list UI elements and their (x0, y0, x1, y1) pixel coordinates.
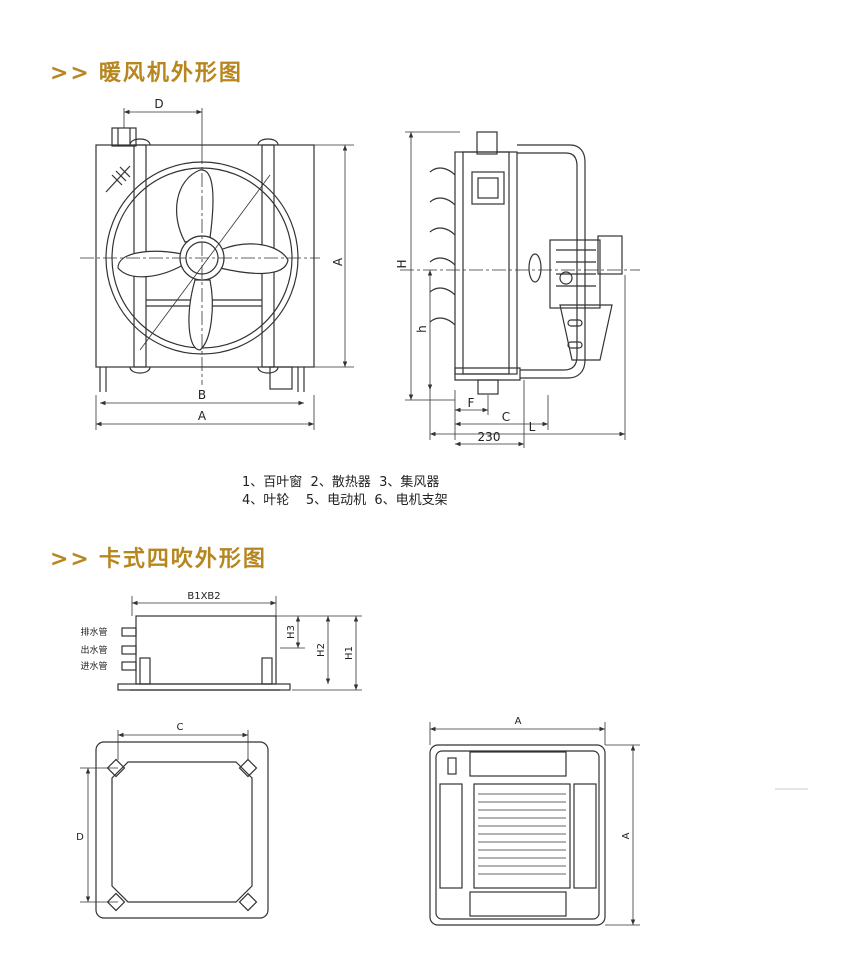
louver-bottom (469, 891, 567, 917)
louver-left (439, 783, 463, 889)
louver-right (573, 783, 597, 889)
pipe-label-drain: 排水管 (80, 626, 107, 638)
louver-top (469, 751, 567, 777)
side-bottom-pipe (477, 379, 499, 395)
dim-label-d-bottom: D (76, 832, 84, 843)
legend-row-2: 4、叶轮 5、电动机 6、电机支架 (242, 489, 448, 508)
inner-opening (111, 761, 253, 903)
cassette-side-view (117, 596, 362, 691)
dim-label-a-bottom: A (198, 409, 207, 423)
dim-label-h-small: h (415, 325, 429, 333)
outer-panel (95, 741, 269, 919)
dim-label-b: B (198, 388, 206, 402)
heater-side-view (400, 131, 640, 448)
heater-front-view (80, 108, 354, 430)
louver-icon (105, 165, 131, 193)
pipe-label-outlet: 出水管 (80, 644, 107, 656)
section-arrow: >> (50, 547, 91, 572)
side-louvers (429, 167, 456, 326)
grille-lines (478, 793, 566, 875)
heater-top-pipe (111, 127, 137, 147)
dim-label-h3: H3 (286, 625, 297, 639)
dim-label-h-total: H (395, 259, 409, 268)
section-arrow: >> (50, 61, 91, 86)
dim-label-f: F (468, 396, 475, 410)
dim-label-b1xb2: B1XB2 (187, 591, 220, 602)
heater-bottom-pipe (269, 366, 293, 390)
dim-label-230: 230 (478, 430, 501, 444)
panel-indicator (447, 757, 457, 775)
legend-item: 4、叶轮 (242, 493, 290, 508)
heater-frame (95, 144, 315, 368)
dim-label-c: C (502, 410, 510, 424)
dim-label-c-bottom: C (177, 722, 184, 733)
dim-label-d: D (154, 97, 163, 111)
dim-label-a-panel-top: A (515, 716, 522, 727)
cassette-bottom-view (80, 730, 269, 919)
legend-row-1: 1、百叶窗 2、散热器 3、集风器 (242, 471, 439, 490)
dim-label-a-panel-side: A (621, 832, 632, 839)
legend-item: 2、散热器 (310, 475, 371, 490)
cassette-panel-view (429, 722, 640, 926)
return-grille (473, 783, 571, 889)
dim-label-a-side: A (331, 257, 345, 266)
legend-item: 6、电机支架 (374, 493, 448, 508)
cassette-panel-edge (117, 683, 291, 691)
dim-label-h1: H1 (344, 646, 355, 660)
side-body (454, 151, 518, 375)
dim-label-h2: H2 (316, 643, 327, 657)
legend-item: 5、电动机 (305, 493, 367, 508)
pipe-label-inlet: 进水管 (80, 660, 107, 672)
cassette-section-title: >> 卡式四吹外形图 (50, 541, 267, 573)
panel-outer (429, 744, 606, 926)
side-top-pipe (476, 131, 498, 155)
legend-item: 1、百叶窗 (242, 475, 303, 490)
legend-item: 3、集风器 (379, 475, 440, 490)
motor-bracket (559, 304, 613, 361)
dim-label-l: L (529, 420, 536, 434)
cassette-body (135, 615, 277, 685)
heater-section-title: >> 暖风机外形图 (50, 55, 243, 87)
cassette-title-text: 卡式四吹外形图 (98, 547, 267, 572)
heater-title-text: 暖风机外形图 (98, 61, 243, 86)
